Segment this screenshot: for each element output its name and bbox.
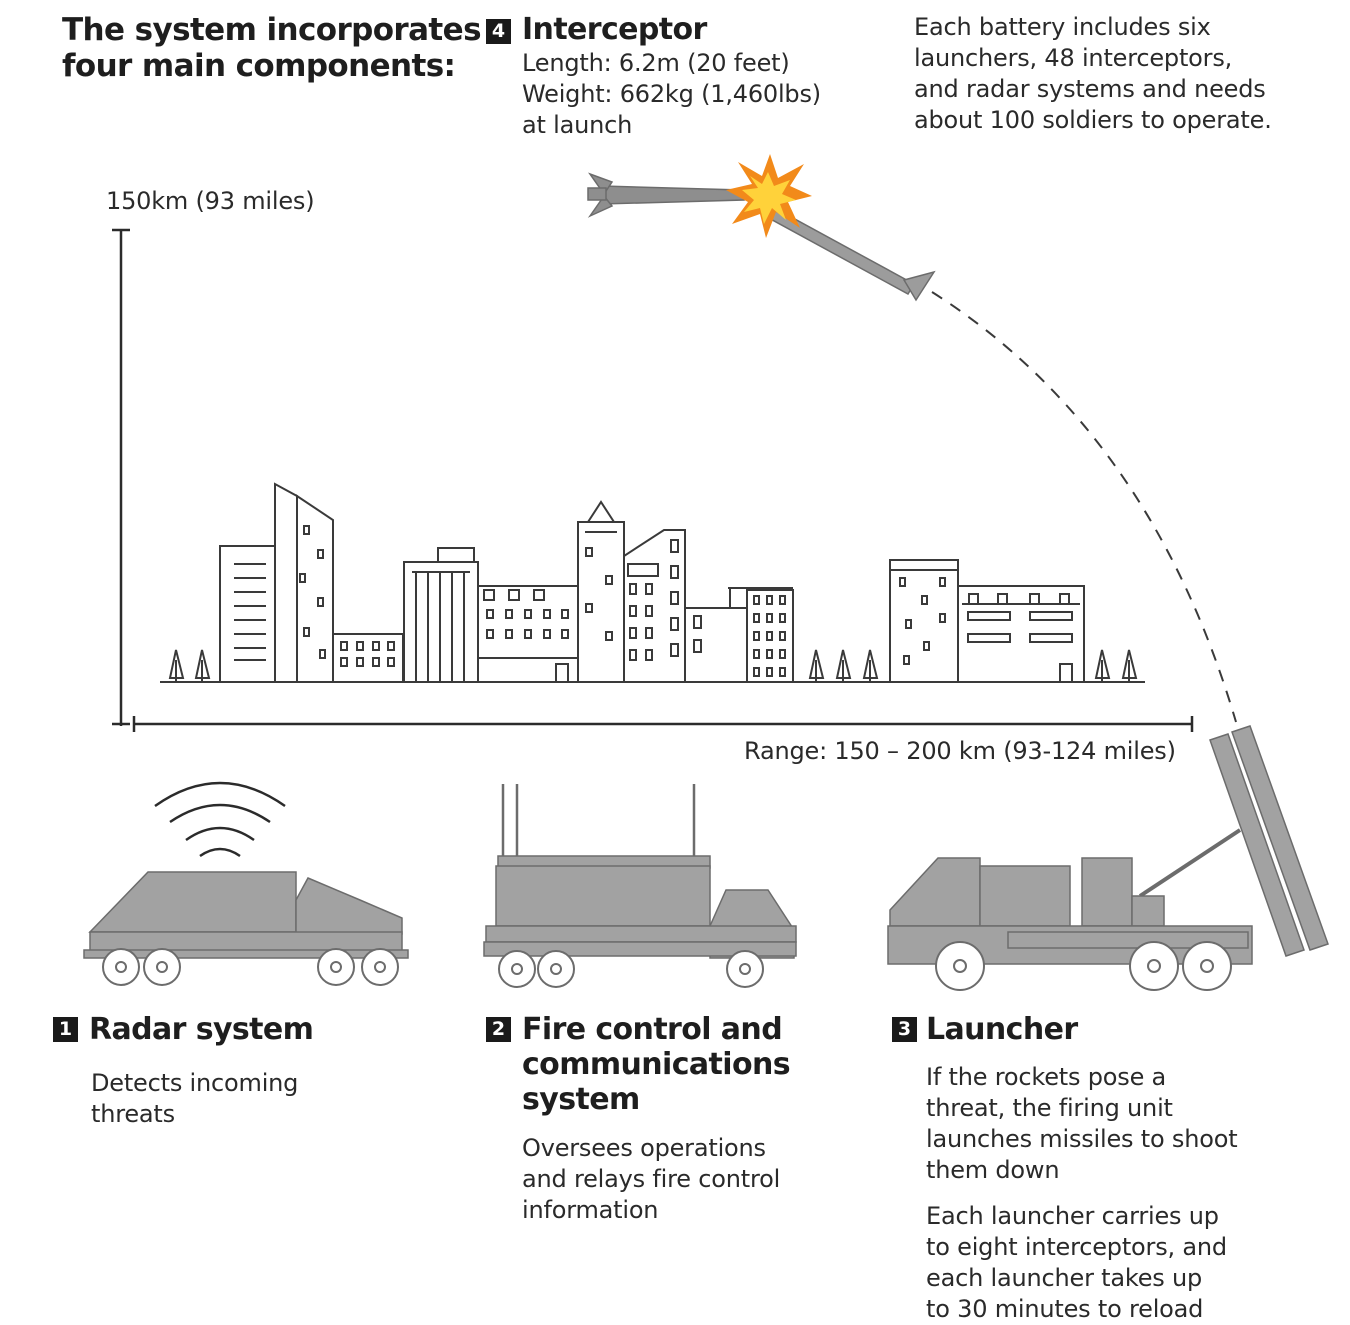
component-desc-radar: Detects incoming threats	[91, 1069, 299, 1128]
trajectory-path	[931, 291, 1237, 723]
component-title-interceptor: Interceptor	[522, 12, 707, 47]
range-axis	[132, 716, 1194, 732]
range-label: Range: 150 – 200 km (93-124 miles)	[744, 737, 1176, 765]
radar-truck	[83, 781, 409, 986]
tree-icon	[168, 649, 211, 682]
incoming-rocket	[587, 172, 745, 218]
battery-note: Each battery includes six launchers, 48 …	[914, 13, 1272, 134]
tree-icon	[1094, 649, 1138, 682]
component-number-badge: 4	[486, 19, 511, 44]
component-title-launcher: Launcher	[926, 1012, 1078, 1047]
component-number-badge: 2	[486, 1017, 511, 1042]
component-title-radar: Radar system	[89, 1012, 314, 1047]
component-number-badge: 3	[892, 1017, 917, 1042]
radar-signal-icon	[154, 781, 286, 858]
component-number-badge: 1	[53, 1017, 78, 1042]
altitude-label: 150km (93 miles)	[106, 187, 315, 215]
component-desc-launcher: If the rockets pose a threat, the firing…	[926, 1063, 1238, 1184]
city-skyline	[160, 482, 1145, 683]
component-desc-interceptor: Length: 6.2m (20 feet) Weight: 662kg (1,…	[522, 49, 821, 139]
page-title: The system incorporates four main compon…	[62, 12, 482, 84]
component-title-fire-control: Fire control and communications system	[522, 1012, 791, 1117]
launcher-truck	[887, 725, 1329, 991]
tree-icon	[808, 649, 879, 682]
fire-control-truck	[483, 784, 797, 988]
component-desc-fire-control: Oversees operations and relays fire cont…	[522, 1134, 781, 1224]
altitude-axis	[112, 228, 130, 726]
launcher-capacity-note: Each launcher carries up to eight interc…	[926, 1202, 1227, 1323]
explosion-icon	[726, 154, 812, 238]
